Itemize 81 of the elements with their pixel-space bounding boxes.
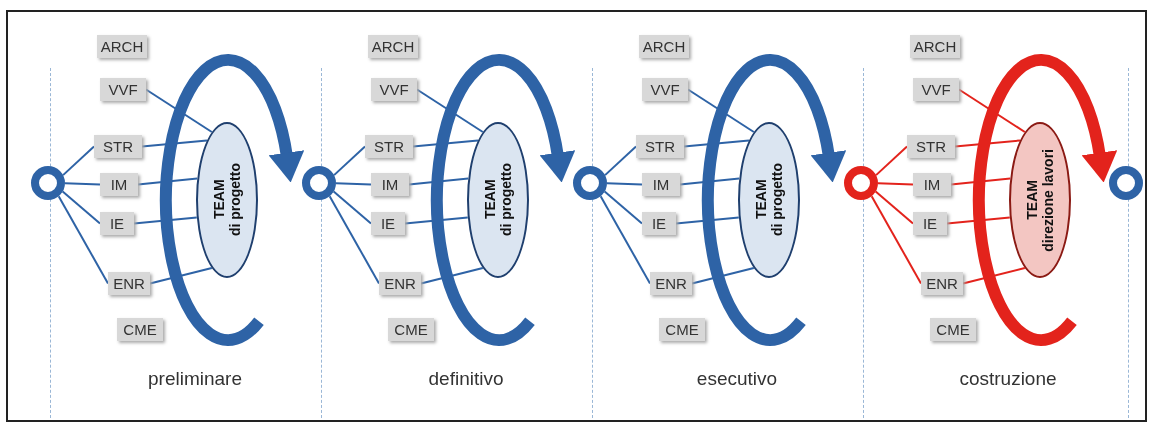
discipline-label: CME bbox=[388, 318, 434, 341]
discipline-label: IM bbox=[371, 173, 409, 196]
team-subtitle: di progetto bbox=[227, 163, 243, 237]
connector-line bbox=[404, 216, 469, 225]
phase-label: esecutivo bbox=[695, 368, 779, 390]
team-subtitle: di progetto bbox=[769, 163, 785, 237]
connector-line bbox=[687, 88, 755, 133]
connector-line bbox=[875, 145, 908, 177]
discipline-label: ARCH bbox=[910, 35, 960, 58]
connector-line bbox=[870, 195, 922, 285]
connector-line bbox=[606, 182, 643, 186]
connector-line bbox=[57, 195, 109, 285]
discipline-label: ENR bbox=[108, 272, 150, 295]
phase-label: preliminare bbox=[147, 368, 243, 390]
discipline-label: VVF bbox=[913, 78, 959, 101]
discipline-label: IE bbox=[642, 212, 676, 235]
discipline-label: IM bbox=[100, 173, 138, 196]
discipline-label: IM bbox=[642, 173, 680, 196]
phase-label: costruzione bbox=[958, 368, 1058, 390]
discipline-label: VVF bbox=[642, 78, 688, 101]
connector-line bbox=[946, 216, 1011, 225]
ring-node bbox=[844, 166, 878, 200]
connector-line bbox=[683, 139, 750, 148]
connector-line bbox=[691, 267, 755, 285]
connector-line bbox=[603, 190, 643, 225]
circular-arrow bbox=[702, 54, 846, 346]
connector-line bbox=[328, 195, 380, 285]
discipline-label: ARCH bbox=[97, 35, 147, 58]
connector-line bbox=[599, 195, 651, 285]
discipline-label: STR bbox=[636, 135, 684, 158]
connector-line bbox=[61, 190, 101, 225]
circular-arrow bbox=[973, 54, 1117, 346]
team-title: TEAM bbox=[753, 179, 769, 222]
circular-arrow bbox=[431, 54, 575, 346]
connector-line bbox=[145, 88, 213, 133]
discipline-label: ENR bbox=[921, 272, 963, 295]
discipline-label: STR bbox=[907, 135, 955, 158]
connector-line bbox=[412, 139, 479, 148]
discipline-label: CME bbox=[930, 318, 976, 341]
team-title: TEAM bbox=[482, 179, 498, 222]
discipline-label: IM bbox=[913, 173, 951, 196]
connector-line bbox=[604, 145, 637, 177]
discipline-label: ARCH bbox=[368, 35, 418, 58]
discipline-label: STR bbox=[94, 135, 142, 158]
discipline-label: VVF bbox=[371, 78, 417, 101]
team-title: TEAM bbox=[1024, 179, 1040, 222]
ring-node bbox=[1109, 166, 1143, 200]
connector-line bbox=[958, 88, 1026, 133]
connector-line bbox=[141, 139, 208, 148]
discipline-label: ARCH bbox=[639, 35, 689, 58]
ring-node bbox=[31, 166, 65, 200]
connector-line bbox=[675, 216, 740, 225]
phase-label: definitivo bbox=[427, 368, 505, 390]
connector-line bbox=[333, 145, 366, 177]
team-subtitle: direzione lavori bbox=[1040, 148, 1056, 252]
discipline-label: IE bbox=[100, 212, 134, 235]
discipline-label: IE bbox=[371, 212, 405, 235]
discipline-label: CME bbox=[659, 318, 705, 341]
discipline-label: ENR bbox=[379, 272, 421, 295]
discipline-label: STR bbox=[365, 135, 413, 158]
team-title: TEAM bbox=[211, 179, 227, 222]
connector-line bbox=[335, 182, 372, 186]
connector-line bbox=[62, 145, 95, 177]
circular-arrow bbox=[160, 54, 304, 346]
discipline-label: CME bbox=[117, 318, 163, 341]
connector-line bbox=[149, 267, 213, 285]
connector-line bbox=[877, 182, 914, 186]
connector-line bbox=[962, 267, 1026, 285]
team-subtitle: di progetto bbox=[498, 163, 514, 237]
discipline-label: IE bbox=[913, 212, 947, 235]
ring-node bbox=[302, 166, 336, 200]
discipline-label: ENR bbox=[650, 272, 692, 295]
connector-line bbox=[874, 190, 914, 225]
connector-line bbox=[420, 267, 484, 285]
connector-line bbox=[133, 216, 198, 225]
connector-line bbox=[416, 88, 484, 133]
ring-node bbox=[573, 166, 607, 200]
connector-line bbox=[954, 139, 1021, 148]
connector-line bbox=[64, 182, 101, 186]
discipline-label: VVF bbox=[100, 78, 146, 101]
connector-line bbox=[332, 190, 372, 225]
